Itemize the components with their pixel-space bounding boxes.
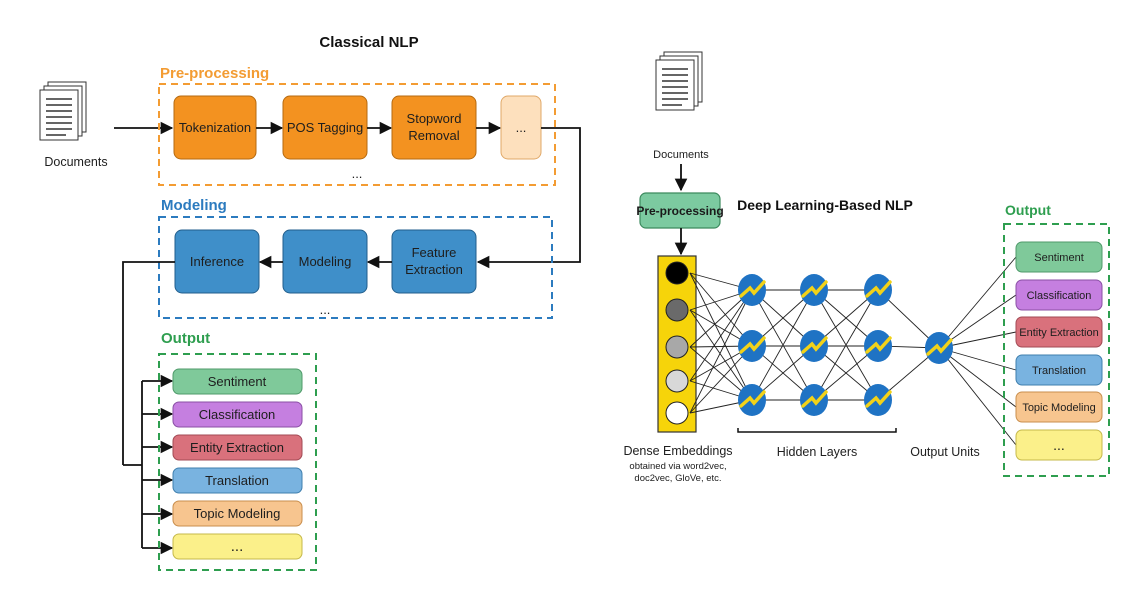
classical-output-entity-label: Entity Extraction [190, 440, 284, 455]
classical-output-more [172, 533, 303, 560]
classical-output-classification [172, 401, 303, 428]
preprocessing-group [158, 83, 556, 186]
embedding-node-4 [665, 369, 689, 393]
dl-output-translation-label: Translation [1032, 365, 1086, 377]
pos-tagging-label: POS Tagging [287, 120, 363, 135]
hidden-layers-label: Hidden Layers [777, 445, 858, 459]
embedding-node-1 [665, 261, 689, 285]
classical-output-topic-label: Topic Modeling [194, 506, 281, 521]
hidden-neuron-icon [798, 382, 830, 418]
documents-icon [39, 81, 87, 141]
hidden-neuron-icon [736, 382, 768, 418]
dl-documents-label: Documents [653, 149, 709, 161]
dl-output-entity-label: Entity Extraction [1019, 327, 1098, 339]
dl-output-sentiment-label: Sentiment [1034, 252, 1084, 264]
inference-label: Inference [190, 254, 244, 269]
dense-embeddings-sub2: doc2vec, GloVe, etc. [634, 473, 721, 484]
classical-output-sentiment [172, 368, 303, 395]
preprocessing-ellipsis: ... [352, 166, 363, 181]
preprocessing-more-label: ... [516, 120, 527, 135]
dl-output-classification-label: Classification [1027, 290, 1092, 302]
dl-documents-icon [655, 51, 703, 111]
dl-output-topic-label: Topic Modeling [1022, 402, 1095, 414]
feature-extraction-line1: Feature [412, 245, 457, 260]
deep-learning-nlp-section: Documents Pre-processing Deep Learning-B… [623, 51, 1110, 484]
hidden-neuron-icon [736, 328, 768, 364]
classical-nlp-section: Classical NLP Documents Pre-processing T… [39, 34, 581, 571]
tokenization-label: Tokenization [179, 120, 251, 135]
hidden-neuron-icon [862, 272, 894, 308]
classical-output-translation-label: Translation [205, 473, 269, 488]
dl-output-topic-modeling [1015, 391, 1103, 423]
dl-output-more-label: ... [1053, 437, 1065, 453]
stopword-label-line2: Removal [408, 128, 459, 143]
dl-output-more [1015, 429, 1103, 461]
dl-output-sentiment [1015, 241, 1103, 273]
classical-nlp-title: Classical NLP [319, 34, 418, 51]
inference-to-output-trunk [122, 261, 175, 465]
dl-output-classification [1015, 279, 1103, 311]
output-unit-neuron-icon [923, 330, 955, 366]
arrow-preprocessing-to-feature-extraction [476, 127, 581, 269]
embedding-node-5 [665, 401, 689, 425]
dl-output-label: Output [1005, 202, 1051, 218]
classical-output-entity-extraction [172, 434, 303, 461]
hidden-layers-bracket [737, 428, 897, 433]
hidden-neuron-icon [862, 328, 894, 364]
dl-preprocessing-box [639, 192, 721, 229]
hidden-neuron-icon [798, 272, 830, 308]
preprocessing-label: Pre-processing [160, 65, 269, 82]
feature-extraction-line2: Extraction [405, 262, 463, 277]
hidden-neuron-icon [736, 272, 768, 308]
classical-output-topic-modeling [172, 500, 303, 527]
dl-output-group [1003, 223, 1110, 477]
classical-output-sentiment-label: Sentiment [208, 374, 267, 389]
dl-preprocessing-label: Pre-processing [636, 204, 723, 218]
stopword-label-line1: Stopword [407, 111, 462, 126]
dense-embeddings-label: Dense Embeddings [623, 444, 732, 458]
classical-output-translation [172, 467, 303, 494]
dense-embeddings-sub1: obtained via word2vec, [629, 461, 726, 472]
dl-title: Deep Learning-Based NLP [737, 197, 913, 213]
dl-output-entity-extraction [1015, 316, 1103, 348]
embedding-node-2 [665, 298, 689, 322]
classical-output-classification-label: Classification [199, 407, 276, 422]
embedding-node-3 [665, 335, 689, 359]
classical-output-label: Output [161, 330, 210, 347]
output-units-label: Output Units [910, 445, 979, 459]
modeling-ellipsis: ... [320, 302, 331, 317]
modeling-group [158, 216, 553, 319]
dl-output-translation [1015, 354, 1103, 386]
classical-output-more-label: ... [231, 538, 244, 555]
modeling-label: Modeling [161, 197, 227, 214]
hidden-neuron-icon [798, 328, 830, 364]
classical-output-group [158, 353, 317, 571]
modeling-box-label: Modeling [299, 254, 352, 269]
hidden-neuron-icon [862, 382, 894, 418]
documents-label: Documents [44, 155, 107, 169]
